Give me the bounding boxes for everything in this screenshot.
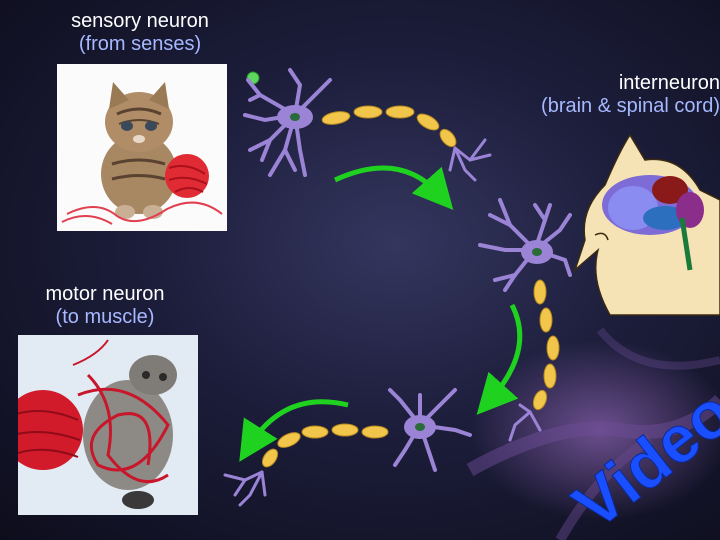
motor-neuron-label: motor neuron (to muscle) [20,283,190,329]
sensory-neuron [243,68,492,182]
video-text: Video [560,396,720,536]
motor-neuron-title: motor neuron [45,283,165,305]
motor-neuron-subtitle: (to muscle) [55,306,155,328]
video-link[interactable]: Video [560,396,720,536]
arrow-sensory-to-inter [333,165,454,210]
sensory-neuron-label: sensory neuron (from senses) [40,10,240,56]
arrow-to-motor [239,399,349,462]
arrow-inter-down [476,303,523,415]
interneuron-title: interneuron [618,72,720,94]
motor-neuron [223,388,472,507]
kitten-photo [57,64,227,231]
sensory-neuron-title: sensory neuron [71,10,209,32]
interneuron-subtitle: (brain & spinal cord) [541,95,720,117]
cat-head-brain-illustration [573,133,720,316]
interneuron-label: interneuron (brain & spinal cord) [470,72,720,118]
interneuron [478,198,572,442]
tangled-kitten-photo [18,335,198,515]
sensory-neuron-subtitle: (from senses) [78,33,202,55]
